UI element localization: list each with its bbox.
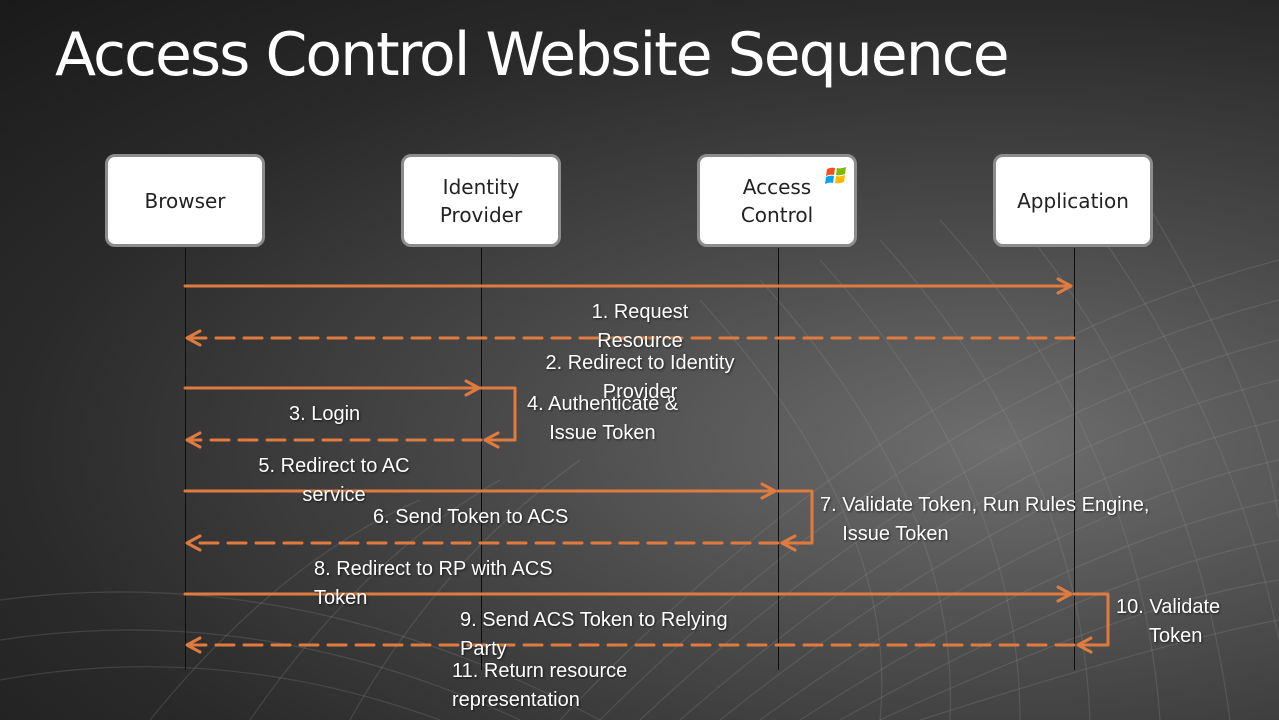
step-1-label: 1. Request Resource xyxy=(591,301,689,352)
arrowhead-issue-token-to-browser xyxy=(185,431,202,449)
lifeline-access-control xyxy=(778,248,779,670)
lifeline-application xyxy=(1074,248,1075,670)
arrowhead-redirect-to-idp xyxy=(185,329,202,347)
actor-identity-provider-label: Identity Provider xyxy=(439,174,523,227)
step-10-label: 10. Validate Token xyxy=(1116,596,1221,647)
arrowhead-send-token-to-acs xyxy=(185,534,202,552)
step-3-label: 3. Login xyxy=(289,403,361,425)
arrowhead-authenticate xyxy=(483,431,500,449)
loop-authenticate xyxy=(479,386,517,442)
lifeline-browser xyxy=(185,248,186,670)
actor-application-label: Application xyxy=(1017,188,1129,213)
arrowhead-redirect-to-ac xyxy=(760,482,777,500)
lifeline-identity-provider xyxy=(481,248,482,670)
actor-identity-provider: Identity Provider xyxy=(401,154,561,247)
arrowhead-redirect-to-rp xyxy=(1056,585,1073,603)
page-title: Access Control Website Sequence xyxy=(55,20,1010,90)
actor-browser: Browser xyxy=(105,154,265,247)
arrowhead-app-validate-token xyxy=(1076,636,1093,654)
actor-browser-label: Browser xyxy=(144,188,226,213)
actor-access-control: Access Control xyxy=(697,154,857,247)
windows-flag-icon xyxy=(825,167,846,184)
arrowhead-return-resource xyxy=(185,636,202,654)
step-7-label: 7. Validate Token, Run Rules Engine, Iss… xyxy=(820,494,1150,545)
actor-application: Application xyxy=(993,154,1153,247)
step-6-label: 6. Send Token to ACS xyxy=(373,506,569,528)
loop-app-validate-token xyxy=(1072,592,1110,647)
step-2-label: 2. Redirect to Identity Provider xyxy=(545,352,735,403)
step-5-label: 5. Redirect to AC service xyxy=(258,455,410,506)
step-4-label: 4. Authenticate & Issue Token xyxy=(527,393,679,444)
arrowhead-validate-token xyxy=(780,534,797,552)
step-8-label: 8. Redirect to RP with ACS Token xyxy=(314,558,553,609)
step-9-label: 9. Send ACS Token to Relying Party xyxy=(460,609,728,660)
arrowhead-request-resource xyxy=(1056,277,1073,295)
step-11-label: 11. Return resource representation xyxy=(452,660,628,711)
loop-validate-token xyxy=(776,489,814,545)
actor-access-control-label: Access Control xyxy=(740,174,814,227)
arrowhead-login xyxy=(464,379,481,397)
